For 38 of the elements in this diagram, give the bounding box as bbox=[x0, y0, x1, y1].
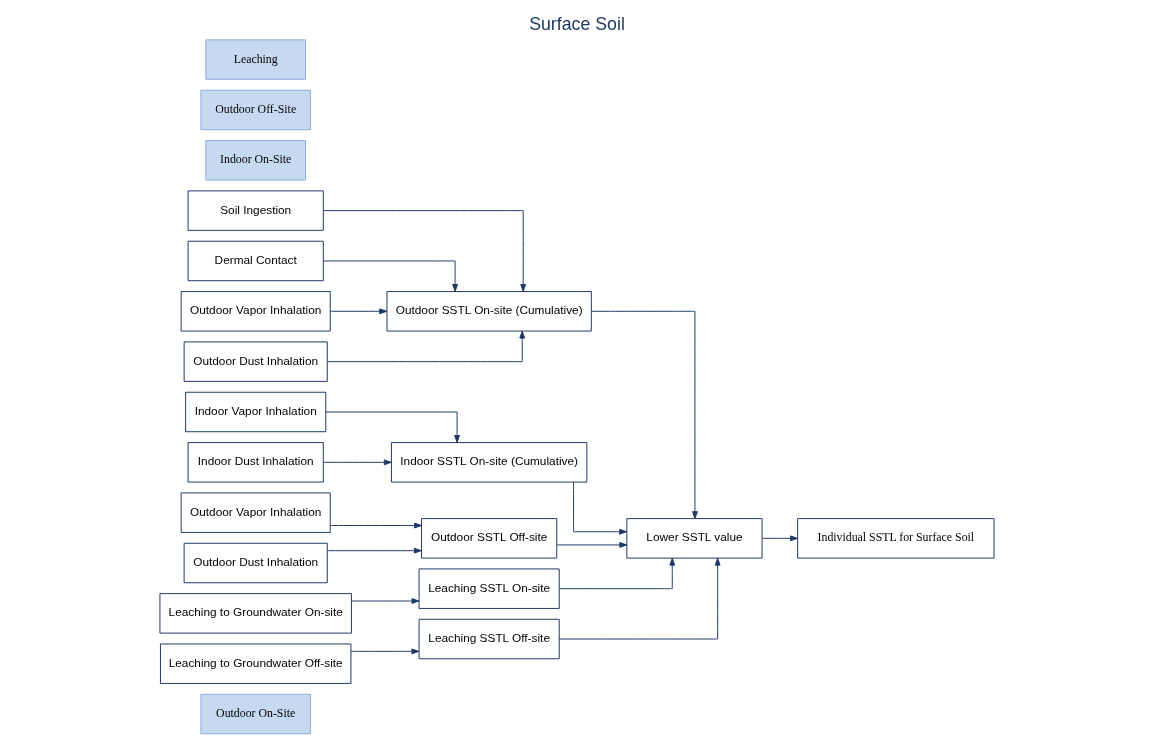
node-box: Indoor On-Site bbox=[205, 140, 307, 181]
node-box: Lower SSTL value bbox=[626, 518, 763, 559]
node-box: Outdoor Dust Inhalation bbox=[183, 341, 328, 382]
node-box: Outdoor SSTL Off-site bbox=[421, 518, 558, 559]
node-box: Dermal Contact bbox=[187, 240, 324, 282]
arrow bbox=[573, 481, 628, 535]
diagram-title: Surface Soil bbox=[529, 14, 625, 35]
node-box: Leaching SSTL On-site bbox=[418, 568, 560, 609]
arrow bbox=[590, 310, 698, 520]
arrow bbox=[326, 547, 422, 554]
arrow bbox=[351, 598, 420, 604]
node-box: Individual SSTL for Surface Soil bbox=[797, 518, 995, 559]
node-box: Indoor Dust Inhalation bbox=[187, 442, 324, 483]
node-box: Outdoor Dust Inhalation bbox=[183, 542, 328, 584]
node-box: Outdoor SSTL On-site (Cumulative) bbox=[386, 291, 592, 332]
arrow bbox=[350, 648, 420, 655]
node-box: Outdoor On-Site bbox=[200, 693, 311, 735]
arrow bbox=[558, 557, 721, 640]
arrow bbox=[326, 330, 526, 363]
arrow bbox=[558, 557, 676, 590]
node-box: Outdoor Off-Site bbox=[200, 89, 311, 131]
node-box: Soil Ingestion bbox=[187, 190, 324, 231]
node-box: Leaching to Groundwater Off-site bbox=[159, 643, 352, 684]
arrow bbox=[323, 210, 527, 292]
arrow bbox=[325, 411, 460, 443]
node-box: Leaching bbox=[205, 39, 307, 80]
arrow bbox=[761, 535, 798, 542]
arrow bbox=[556, 542, 628, 548]
node-box: Outdoor Vapor Inhalation bbox=[180, 492, 331, 533]
arrow bbox=[323, 459, 392, 466]
node-box: Leaching SSTL Off-site bbox=[418, 618, 560, 660]
node-box: Indoor SSTL On-site (Cumulative) bbox=[390, 442, 588, 483]
arrow bbox=[330, 308, 388, 315]
node-box: Indoor Vapor Inhalation bbox=[185, 391, 327, 433]
arrow bbox=[330, 522, 422, 529]
node-box: Outdoor Vapor Inhalation bbox=[180, 291, 331, 332]
arrow bbox=[323, 260, 458, 292]
node-box: Leaching to Groundwater On-site bbox=[159, 593, 352, 634]
